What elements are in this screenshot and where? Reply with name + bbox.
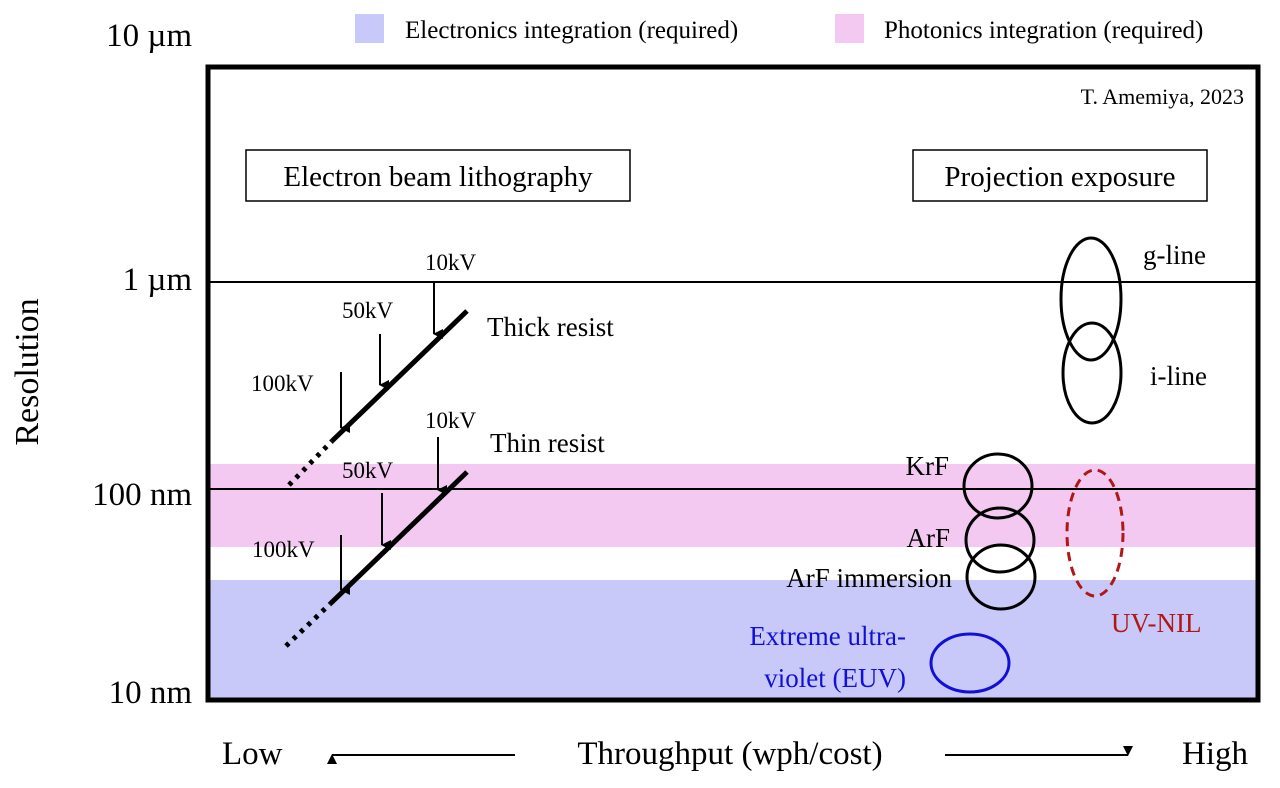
g-line-label: g-line bbox=[1143, 240, 1206, 270]
thin-resist-extrapolation bbox=[284, 602, 332, 648]
arf-immersion-ellipse bbox=[965, 543, 1037, 611]
thick-resist-label: Thick resist bbox=[487, 312, 614, 342]
thin-100kv-label: 100kV bbox=[252, 537, 315, 562]
thick-resist-line bbox=[330, 309, 469, 443]
arf-label: ArF bbox=[906, 523, 950, 553]
legend-swatch-electronics bbox=[355, 14, 384, 43]
projection-region-label: Projection exposure bbox=[912, 149, 1208, 202]
ebl-region-label: Electron beam lithography bbox=[245, 149, 631, 202]
ebl-region-text: Electron beam lithography bbox=[283, 161, 593, 193]
arf-immersion-label: ArF immersion bbox=[786, 563, 952, 593]
i-line-ellipse bbox=[1061, 321, 1123, 425]
uv-nil-label: UV-NIL bbox=[1111, 608, 1202, 638]
krf-label: KrF bbox=[905, 451, 949, 481]
euv-label-line1: Extreme ultra- bbox=[749, 621, 906, 651]
x-high-label: High bbox=[1182, 736, 1249, 772]
y-axis-title: Resolution bbox=[9, 298, 46, 445]
g-line-ellipse bbox=[1059, 236, 1123, 362]
thin-50kv-label: 50kV bbox=[342, 458, 394, 483]
y-tick-10um: 10 µm bbox=[106, 18, 192, 54]
i-line-label: i-line bbox=[1150, 361, 1207, 391]
euv-ellipse bbox=[929, 632, 1011, 694]
thick-10kv-label: 10kV bbox=[425, 250, 477, 275]
x-axis: Low Throughput (wph/cost) High bbox=[222, 736, 1249, 772]
projection-methods: g-line i-line KrF ArF ArF immersion UV-N… bbox=[749, 236, 1207, 694]
y-tick-100nm: 100 nm bbox=[92, 477, 192, 513]
y-tick-1um: 1 µm bbox=[123, 262, 193, 298]
ebl-thick-resist: 100kV 50kV 10kV Thick resist bbox=[251, 250, 614, 487]
x-axis-title: Throughput (wph/cost) bbox=[577, 736, 882, 772]
thin-10kv-label: 10kV bbox=[425, 408, 477, 433]
y-axis: 10 µm 1 µm 100 nm 10 nm Resolution bbox=[9, 18, 192, 711]
euv-label-line2: violet (EUV) bbox=[764, 663, 906, 693]
thick-100kv-label: 100kV bbox=[251, 371, 314, 396]
thick-50kv-label: 50kV bbox=[342, 298, 394, 323]
x-low-label: Low bbox=[222, 736, 283, 772]
krf-ellipse bbox=[962, 452, 1034, 520]
credit-text: T. Amemiya, 2023 bbox=[1081, 84, 1244, 109]
thick-resist-extrapolation bbox=[287, 439, 334, 487]
legend-label-photonics: Photonics integration (required) bbox=[884, 17, 1203, 44]
legend-label-electronics: Electronics integration (required) bbox=[405, 17, 738, 44]
arf-ellipse bbox=[964, 506, 1036, 574]
plot-frame bbox=[205, 64, 1261, 703]
y-tick-10nm: 10 nm bbox=[109, 675, 193, 711]
ebl-thin-resist: 100kV 50kV 10kV Thin resist bbox=[252, 408, 605, 648]
uv-nil-ellipse bbox=[1065, 468, 1125, 598]
projection-region-text: Projection exposure bbox=[944, 161, 1175, 193]
thin-resist-label: Thin resist bbox=[490, 428, 605, 458]
electronics-band bbox=[208, 580, 1258, 700]
legend-swatch-photonics bbox=[835, 14, 864, 43]
legend: Electronics integration (required) Photo… bbox=[355, 14, 1203, 44]
